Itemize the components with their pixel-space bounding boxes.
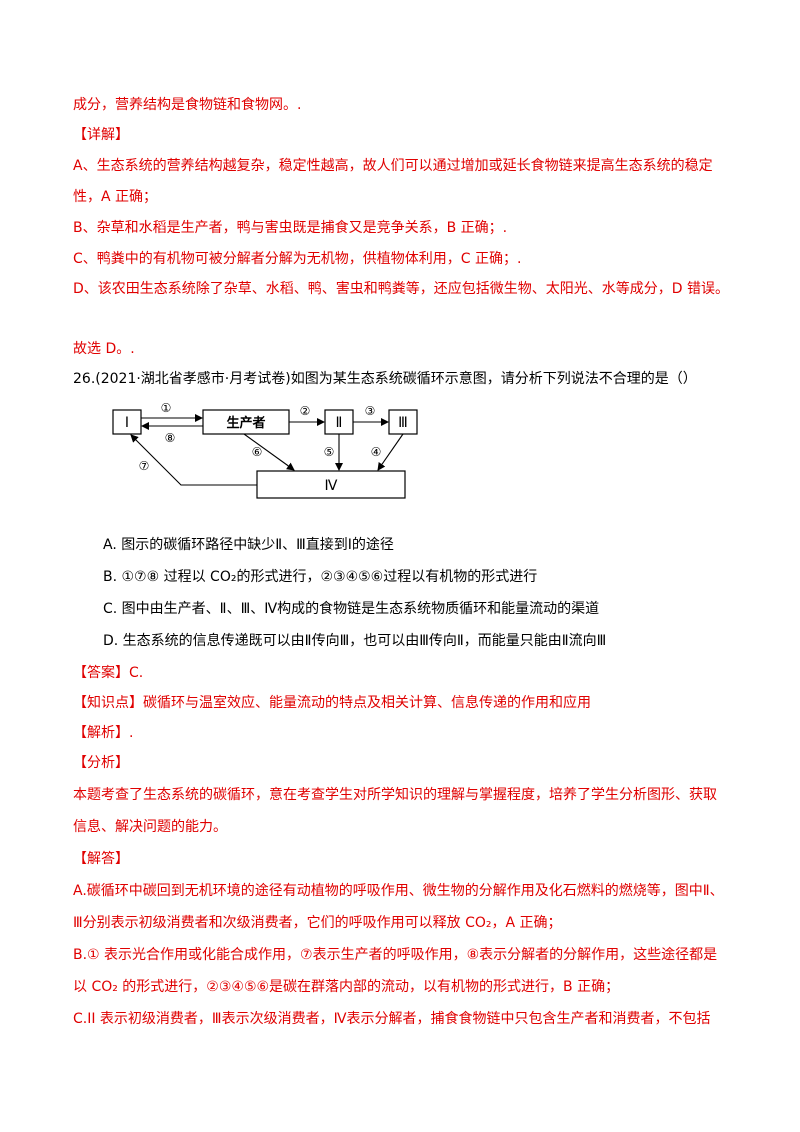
carbon-cycle-diagram: Ⅰ 生产者 Ⅱ Ⅲ Ⅳ ① ⑧ ② ③ ⑥ ⑤ ④ ⑦ — [112, 401, 418, 499]
fenxi-line2: 信息、解决问题的能力。 — [73, 819, 227, 835]
box-ii-label: Ⅱ — [336, 415, 343, 431]
prev-option-c: C、鸭粪中的有机物可被分解者分解为无机物，供植物体利用，C 正确；. — [73, 251, 522, 267]
analysis-line: 【解析】. — [73, 723, 133, 743]
solution-a-line1: A.碳循环中碳回到无机环境的途径有动植物的呼吸作用、微生物的分解作用及化石燃料的… — [73, 883, 724, 899]
knowledge-point-text: 碳循环与温室效应、能量流动的特点及相关计算、信息传递的作用和应用 — [143, 695, 591, 711]
fenxi-tag: 【分析】 — [73, 755, 129, 771]
box-producer — [202, 409, 290, 435]
label-3: ③ — [365, 404, 376, 418]
prev-choose: 故选 D。. — [73, 341, 135, 357]
box-iii — [388, 409, 418, 435]
box-iv — [256, 470, 406, 499]
option-d: D. 生态系统的信息传递既可以由Ⅱ传向Ⅲ，也可以由Ⅲ传向Ⅱ，而能量只能由Ⅱ流向Ⅲ — [103, 633, 607, 649]
label-7: ⑦ — [139, 459, 150, 473]
label-2: ② — [300, 404, 311, 418]
knowledge-point-line: 【知识点】碳循环与温室效应、能量流动的特点及相关计算、信息传递的作用和应用 — [73, 693, 591, 713]
arrow-6 — [243, 433, 295, 471]
box-iii-label: Ⅲ — [398, 415, 408, 431]
prev-option-a-line2: 性，A 正确； — [73, 189, 158, 205]
label-1: ① — [161, 401, 172, 415]
prev-option-d: D、该农田生态系统除了杂草、水稻、鸭、害虫和鸭粪等，还应包括微生物、太阳光、水等… — [73, 281, 730, 297]
arrow-7 — [130, 434, 257, 486]
solution-b-line2: 以 CO₂ 的形式进行，②③④⑤⑥是碳在群落内部的流动，以有机物的形式进行，B … — [73, 979, 620, 995]
answer-line: 【答案】C. — [73, 663, 143, 683]
box-i — [112, 409, 142, 435]
question-26-stem: 26.(2021·湖北省孝感市·月考试卷)如图为某生态系统碳循环示意图，请分析下… — [73, 371, 697, 387]
analysis-tag: 【解析】 — [73, 725, 129, 741]
arrow-4 — [377, 433, 404, 471]
box-producer-label: 生产者 — [226, 415, 265, 431]
answer-tag: 【答案】 — [73, 665, 129, 681]
answer-value: C. — [129, 665, 144, 681]
label-8: ⑧ — [165, 431, 176, 445]
prev-option-b: B、杂草和水稻是生产者，鸭与害虫既是捕食又是竞争关系，B 正确；. — [73, 220, 508, 236]
knowledge-point-tag: 【知识点】 — [73, 695, 143, 711]
analysis-dot: . — [129, 725, 134, 741]
label-4: ④ — [371, 445, 382, 459]
jieda-tag: 【解答】 — [73, 851, 129, 867]
option-b: B. ①⑦⑧ 过程以 CO₂的形式进行，②③④⑤⑥过程以有机物的形式进行 — [103, 569, 538, 585]
label-6: ⑥ — [252, 445, 263, 459]
prev-option-a-line1: A、生态系统的营养结构越复杂，稳定性越高，故人们可以通过增加或延长食物链来提高生… — [73, 158, 713, 174]
prev-text-line: 成分，营养结构是食物链和食物网。. — [73, 97, 302, 113]
solution-c-line1: C.II 表示初级消费者，Ⅲ表示次级消费者，Ⅳ表示分解者，捕食食物链中只包含生产… — [73, 1011, 711, 1027]
box-iv-label: Ⅳ — [325, 478, 338, 494]
option-c: C. 图中由生产者、Ⅱ、Ⅲ、Ⅳ构成的食物链是生态系统物质循环和能量流动的渠道 — [103, 601, 600, 617]
option-a: A. 图示的碳循环路径中缺少Ⅱ、Ⅲ直接到Ⅰ的途径 — [103, 537, 394, 553]
label-5: ⑤ — [324, 445, 335, 459]
detail-heading: 【详解】 — [73, 127, 129, 143]
box-i-label: Ⅰ — [125, 415, 129, 431]
solution-b-line1: B.① 表示光合作用或化能合成作用，⑦表示生产者的呼吸作用，⑧表示分解者的分解作… — [73, 947, 718, 963]
solution-a-line2: Ⅲ分别表示初级消费者和次级消费者，它们的呼吸作用可以释放 CO₂，A 正确； — [73, 915, 562, 931]
fenxi-line1: 本题考查了生态系统的碳循环，意在考查学生对所学知识的理解与掌握程度，培养了学生分… — [73, 787, 717, 803]
